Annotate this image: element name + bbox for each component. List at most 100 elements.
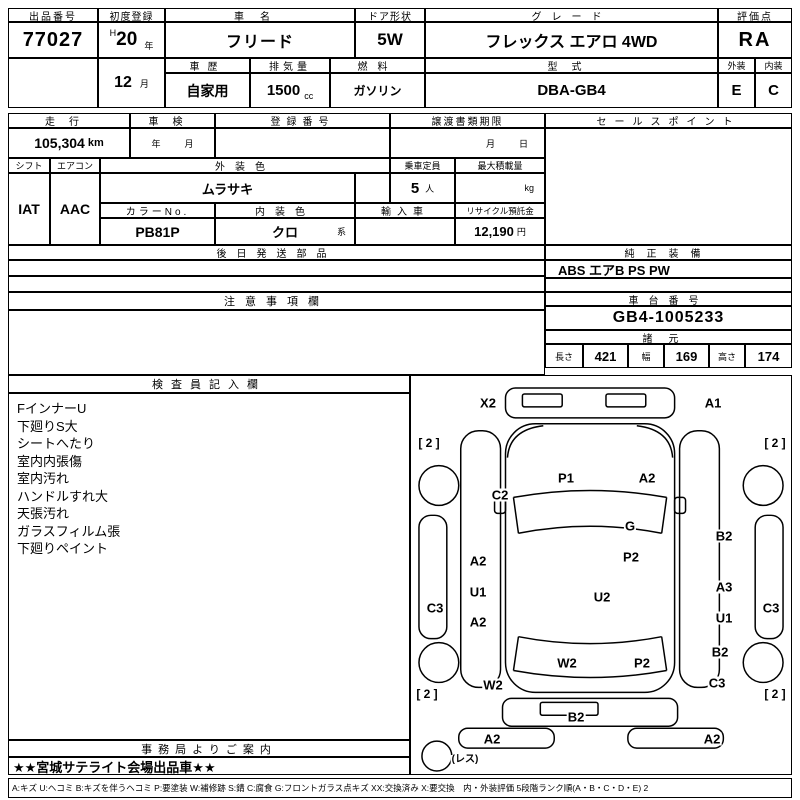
exhibit-no-label: 出品番号	[8, 8, 98, 22]
inspector-note: 室内汚れ	[17, 471, 70, 486]
reg-month: 12	[114, 74, 132, 91]
car-damage-diagram: X2 A1 [ 2 ] [ 2 ] P1 A2 C2 G B2 A2 P2 U1…	[410, 375, 792, 775]
grade-label: グレード	[425, 8, 718, 22]
office-title: 事務局よりご案内	[8, 740, 410, 757]
exterior-grade-value: E	[718, 73, 755, 108]
capacity-number: 5	[410, 179, 420, 197]
inspector-title: 検査員記入欄	[8, 375, 410, 393]
inspector-note: ハンドルすれ大	[17, 488, 109, 504]
tread-depth: [ 2 ]	[417, 436, 441, 450]
shift-value: IAT	[8, 173, 50, 245]
height-label: 高さ	[709, 344, 745, 368]
transfer-deadline-value: 月 日	[390, 128, 545, 158]
inspector-note: 下廻りS大	[17, 418, 78, 434]
first-registration-year: H 20 年	[98, 22, 165, 58]
max-load-value: kg	[455, 173, 545, 203]
model-code-label: 型式	[425, 58, 718, 73]
office-notice: ★★宮城サテライト会場出品車★★	[8, 757, 410, 775]
empty-cell	[545, 278, 792, 292]
sales-point-label: セールスポイント	[545, 113, 792, 128]
damage-code: U2	[592, 589, 612, 605]
inspector-note: FインナーU	[17, 401, 87, 416]
recycle-deposit-label: リサイクル預託金	[455, 203, 545, 218]
color-no-value: PB81P	[100, 218, 215, 245]
year-unit: 年	[144, 41, 154, 51]
aircon-label: エアコン	[50, 158, 100, 173]
shift-label: シフト	[8, 158, 50, 173]
transfer-deadline-label: 譲渡書類期限	[390, 113, 545, 128]
first-registration-month: 12 月	[98, 58, 165, 108]
door-shape-label: ドア形状	[355, 8, 425, 22]
interior-color-suffix: 系	[336, 227, 346, 237]
capacity-unit: 人	[425, 183, 435, 194]
damage-code: A2	[637, 470, 657, 486]
damage-code: W2	[482, 677, 504, 693]
inspection-month-unit: 月	[184, 138, 194, 149]
chassis-no-value: GB4-1005233	[545, 306, 792, 330]
equipment-value: ABS エアB PS PW	[545, 260, 792, 278]
sales-point-area	[545, 128, 792, 245]
length-value: 421	[583, 344, 628, 368]
mileage-value: 105,304 km	[8, 128, 130, 158]
damage-code: A2	[468, 553, 488, 569]
empty-cell	[8, 58, 98, 108]
tread-depth: [ 2 ]	[763, 687, 787, 701]
exterior-color-value: ムラサキ	[100, 173, 355, 203]
exterior-color-label: 外装色	[100, 158, 390, 173]
damage-code: U1	[714, 610, 734, 626]
recycle-deposit-value: 12,190 円	[455, 218, 545, 245]
caution-area	[8, 310, 545, 375]
interior-grade-value: C	[755, 73, 792, 108]
damage-code: B2	[566, 709, 586, 725]
dimensions-label: 諸元	[545, 330, 792, 344]
damage-code: W2	[556, 655, 578, 671]
interior-grade-label: 内装	[755, 58, 792, 73]
car-outline-group	[418, 387, 784, 772]
max-load-label: 最大積載量	[455, 158, 545, 173]
empty-cell	[355, 173, 390, 203]
damage-code: G	[623, 518, 637, 534]
transfer-day-unit: 日	[518, 138, 528, 149]
tread-depth: [ 2 ]	[415, 687, 439, 701]
width-label: 幅	[628, 344, 664, 368]
interior-color-label: 内装色	[215, 203, 355, 218]
damage-code: C3	[707, 675, 727, 691]
tread-depth: [ 2 ]	[763, 436, 787, 450]
interior-color-value: クロ 系	[215, 218, 355, 245]
height-value: 174	[745, 344, 792, 368]
damage-code: C3	[761, 600, 781, 616]
score-label: 評価点	[718, 8, 792, 22]
later-parts-label: 後日発送部品	[8, 245, 545, 260]
import-car-value	[355, 218, 455, 245]
damage-code: P2	[633, 655, 651, 671]
mileage-label: 走行	[8, 113, 130, 128]
displacement-value: 1500 cc	[250, 73, 330, 108]
displacement-unit: cc	[304, 91, 314, 101]
damage-code: U1	[468, 584, 488, 600]
door-shape-value: 5W	[355, 22, 425, 58]
reg-year: 20	[116, 29, 138, 50]
damage-code: C2	[490, 487, 510, 503]
history-value: 自家用	[165, 73, 250, 108]
equipment-label: 純正装備	[545, 245, 792, 260]
inspector-note: ガラスフィルム張	[17, 523, 121, 539]
chassis-no-label: 車台番号	[545, 292, 792, 306]
history-label: 車歴	[165, 58, 250, 73]
model-code-value: DBA-GB4	[425, 73, 718, 108]
damage-code: A3	[714, 579, 734, 595]
damage-code: B2	[714, 528, 734, 544]
width-value: 169	[664, 344, 709, 368]
damage-code: A2	[702, 731, 722, 747]
displacement-label: 排気量	[250, 58, 330, 73]
car-name-value: フリード	[165, 22, 355, 58]
car-name-label: 車名	[165, 8, 355, 22]
first-registration-label: 初度登録	[98, 8, 165, 22]
inspector-note: 天張汚れ	[17, 506, 70, 521]
damage-code: P1	[557, 470, 575, 486]
damage-code: A1	[703, 395, 723, 411]
damage-code: A2	[482, 731, 502, 747]
damage-code: A2	[468, 614, 488, 630]
exterior-grade-label: 外装	[718, 58, 755, 73]
exhibit-no-value: 77027	[8, 22, 98, 58]
inspection-value: 年 月	[130, 128, 215, 158]
